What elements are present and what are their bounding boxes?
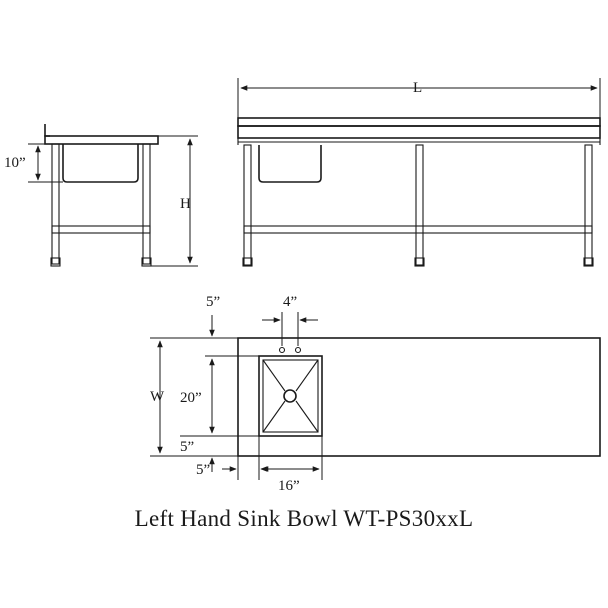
- front-top-slab: [237, 125, 601, 139]
- front-sink-bowl: [258, 145, 322, 183]
- drain-circle: [283, 389, 297, 403]
- bowl-width-label: 16”: [278, 478, 300, 494]
- side-sink-bowl: [62, 144, 139, 183]
- bowl-slope-tl: [262, 359, 286, 392]
- side-leg-right: [142, 143, 151, 265]
- front-backsplash: [237, 117, 601, 127]
- top-table-outline: [237, 337, 601, 457]
- faucet-spacing-label: 4”: [283, 294, 297, 310]
- top-view: 4” 5” W 20” 5” 5” 16”: [150, 294, 601, 494]
- faucet-hole-left: [278, 346, 286, 354]
- front-undershelf: [243, 225, 593, 234]
- side-backsplash: [44, 124, 50, 137]
- bowl-depth-label: 20”: [180, 390, 202, 406]
- height-label: H: [180, 196, 191, 212]
- sink-depth-label: 10”: [4, 155, 26, 171]
- top-sink-bowl-outer: [258, 355, 323, 437]
- front-foot-1: [242, 257, 253, 267]
- bowl-slope-bl: [262, 400, 286, 433]
- diagram-caption: Left Hand Sink Bowl WT-PS30xxL: [134, 506, 474, 531]
- length-label: L: [413, 80, 422, 96]
- bowl-slope-br: [295, 400, 319, 433]
- faucet-hole-right: [294, 346, 302, 354]
- side-undershelf: [51, 225, 151, 234]
- width-label: W: [150, 389, 165, 405]
- front-foot-3: [583, 257, 594, 267]
- front-leg-3: [584, 144, 593, 266]
- side-top-slab: [44, 135, 159, 145]
- side-view: 10” H: [4, 124, 198, 267]
- offset-top-label: 5”: [206, 294, 220, 310]
- top-sink-bowl-inner: [262, 359, 319, 433]
- side-foot-right: [141, 257, 152, 267]
- front-foot-2: [414, 257, 425, 267]
- side-foot-left: [50, 257, 61, 267]
- front-leg-1: [243, 144, 252, 266]
- front-view: L: [237, 78, 601, 267]
- offset-left-label: 5”: [196, 462, 210, 478]
- bowl-slope-tr: [295, 359, 319, 392]
- offset-bottom-label: 5”: [180, 439, 194, 455]
- side-leg-left: [51, 143, 60, 265]
- front-leg-2: [415, 144, 424, 266]
